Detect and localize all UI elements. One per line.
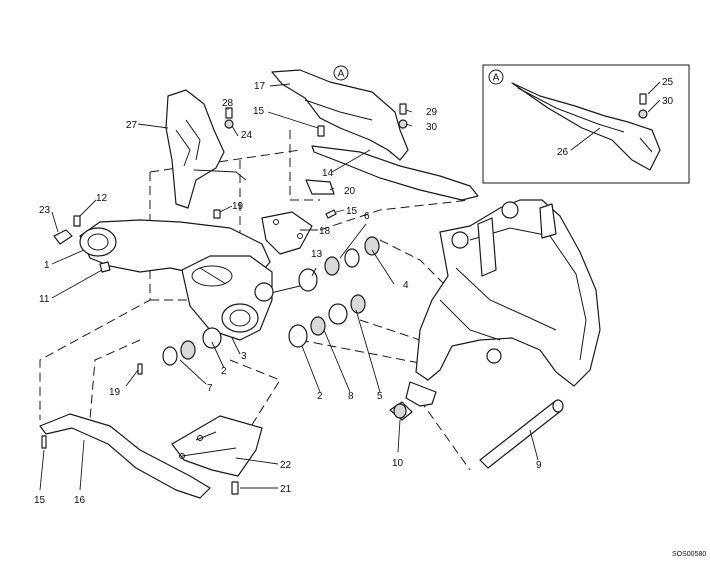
inset-marker: A [493,73,500,84]
callout-24: 24 [241,130,253,141]
callout-17: 17 [254,81,266,92]
callout-18: 18 [319,226,331,237]
callout-10: 10 [392,458,404,469]
callout-9: 9 [536,460,542,471]
callout-30: 30 [426,122,438,133]
callout-2: 2 [221,366,227,377]
plate-18 [261,211,313,255]
callout-26: 26 [557,147,569,158]
bush-10 [389,401,413,421]
callout-19: 19 [232,201,244,212]
callout-13: 13 [311,249,323,260]
callout-6: 6 [364,211,370,222]
callout-28: 28 [222,98,234,109]
callout-2: 2 [317,391,323,402]
chain-guard-17: A [271,65,409,161]
leader-lines [39,81,661,491]
drawing-code: SOS00580 [672,551,706,558]
callout-15: 15 [34,495,46,506]
bracket-22 [171,415,263,477]
callout-20: 20 [344,186,356,197]
pivot-pin-9 [479,399,564,469]
callout-4: 4 [403,280,409,291]
ref-marker: A [338,69,345,80]
callout-29: 29 [426,107,438,118]
callout-7: 7 [207,383,213,394]
frame [405,199,601,407]
inset-detail-box: A [482,64,690,184]
callout-8: 8 [348,391,354,402]
callout-12: 12 [96,193,108,204]
callout-15: 15 [346,206,358,217]
callout-15: 15 [253,106,265,117]
bushings [162,236,380,366]
callout-16: 16 [74,495,86,506]
callout-3: 3 [241,351,247,362]
callout-11: 11 [39,294,50,305]
callout-19: 19 [109,387,121,398]
callout-23: 23 [39,205,51,216]
callout-30: 30 [662,96,674,107]
bar-16 [39,413,211,499]
callout-21: 21 [280,484,292,495]
callout-1: 1 [44,260,50,271]
heel-guard-27 [165,89,247,209]
pad-20 [305,179,335,195]
callout-22: 22 [280,460,292,471]
callout-14: 14 [322,168,334,179]
callout-25: 25 [662,77,674,88]
callouts: 1 2 2 3 4 5 6 7 8 9 10 11 12 13 14 15 15… [34,77,674,506]
callout-27: 27 [126,120,138,131]
swingarm [79,219,301,341]
callout-5: 5 [377,391,383,402]
